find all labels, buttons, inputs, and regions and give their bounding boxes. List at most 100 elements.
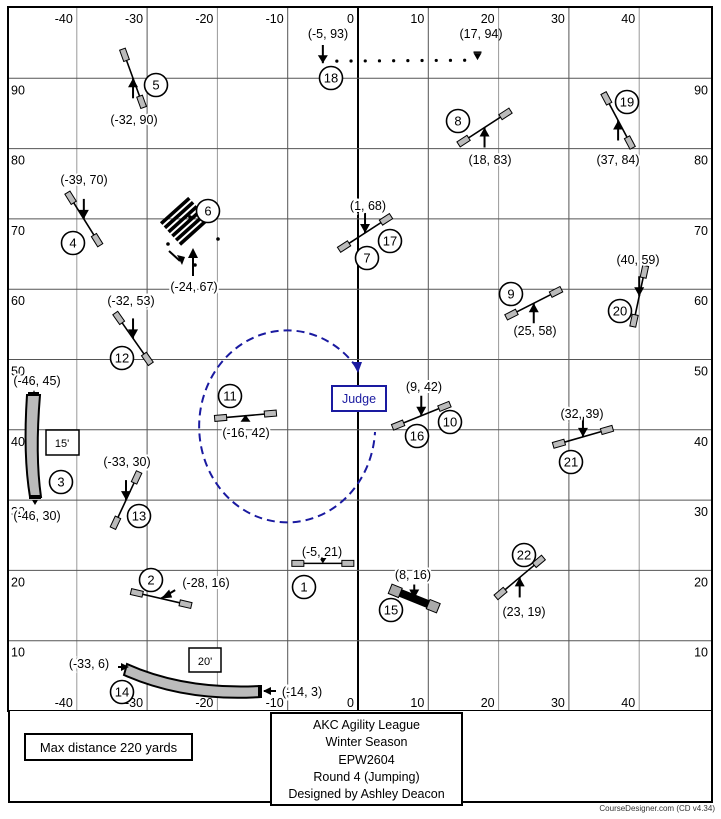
top-x-tick-label: 0 bbox=[347, 12, 354, 26]
coordinate-label-5: (-32, 90) bbox=[110, 113, 157, 127]
wing-left bbox=[213, 413, 228, 422]
coordinate-label-1: (-5, 21) bbox=[302, 545, 342, 559]
jump-obstacle-9 bbox=[504, 285, 564, 324]
coordinate-label-2: (-28, 16) bbox=[182, 576, 229, 590]
weave-entry-arrow-icon bbox=[188, 248, 198, 258]
table-end-left bbox=[387, 583, 403, 599]
tunnel-3-length-box bbox=[45, 429, 80, 456]
wing-left bbox=[112, 310, 126, 326]
max-distance-text: Max distance 220 yards bbox=[39, 739, 178, 755]
obstacle-number: 16 bbox=[410, 429, 424, 444]
right-y-tick-label: 50 bbox=[694, 365, 708, 379]
right-y-tick-label: 60 bbox=[694, 294, 708, 308]
top-x-tick-label: -10 bbox=[266, 12, 284, 26]
obstacle-number-circle bbox=[60, 230, 86, 256]
direction-arrow-icon bbox=[634, 287, 645, 297]
right-y-tick-label: 30 bbox=[694, 505, 708, 519]
weave-pole bbox=[178, 217, 210, 246]
coordinate-label-15: (8, 16) bbox=[395, 568, 431, 582]
left-y-tick-label: 10 bbox=[11, 646, 25, 660]
weave-marker-dot bbox=[216, 237, 220, 241]
wing-right bbox=[531, 554, 547, 569]
coordinate-label-7: (1, 68) bbox=[350, 199, 386, 213]
weave-pole bbox=[163, 200, 195, 230]
obstacle-number-circle bbox=[48, 469, 74, 495]
wing-left bbox=[291, 559, 305, 567]
judge-label: Judge bbox=[342, 392, 376, 406]
tunnel-obstacle-3 bbox=[24, 394, 43, 498]
obstacle-number: 1 bbox=[300, 580, 307, 595]
start-finish-dotted-line bbox=[363, 59, 367, 63]
wing-left bbox=[493, 586, 508, 601]
obstacle-number-circle bbox=[378, 597, 404, 623]
tunnel-14-length: 20' bbox=[198, 656, 212, 668]
tunnel-exit-arrow-icon bbox=[32, 500, 38, 505]
start-finish-dotted-line bbox=[349, 59, 353, 63]
title-line-season: Winter Season bbox=[325, 735, 408, 750]
finish-coordinate-label: (17, 94) bbox=[459, 27, 502, 41]
obstacles: 15' 20' bbox=[24, 45, 650, 699]
direction-arrow-icon bbox=[577, 427, 588, 437]
right-y-tick-label: 80 bbox=[694, 154, 708, 168]
jump-obstacle-21 bbox=[551, 416, 615, 449]
weave-marker-dot bbox=[166, 242, 170, 246]
approach-arrow-icon bbox=[177, 255, 185, 265]
start-finish-dotted-line bbox=[420, 58, 424, 63]
obstacle-number: 18 bbox=[324, 71, 338, 86]
wing-left bbox=[456, 134, 471, 148]
wing-left bbox=[336, 240, 352, 254]
coordinate-label-11: (-16, 42) bbox=[222, 426, 269, 440]
obstacle-number: 15 bbox=[384, 603, 398, 618]
wing-right bbox=[378, 212, 394, 226]
title-line-league: AKC Agility League bbox=[312, 718, 420, 732]
obstacle-number-circle bbox=[143, 72, 169, 98]
bottom-x-tick-label: 20 bbox=[481, 696, 495, 710]
obstacle-number: 6 bbox=[204, 204, 211, 219]
obstacle-number-circle bbox=[354, 245, 380, 271]
left-y-tick-label: 40 bbox=[11, 435, 25, 449]
weave-pole bbox=[174, 213, 206, 242]
left-y-tick-label: 70 bbox=[11, 224, 25, 238]
judge-box bbox=[331, 385, 387, 412]
direction-arrow-icon bbox=[528, 303, 539, 313]
coordinate-label-6: (-24, 67) bbox=[170, 280, 217, 294]
coordinate-label-21: (32, 39) bbox=[560, 407, 603, 421]
jump-obstacle-10 bbox=[390, 395, 452, 431]
direction-arrow-icon bbox=[360, 223, 371, 233]
title-line-round: Round 4 (Jumping) bbox=[313, 769, 420, 784]
approach-arrow-shaft bbox=[168, 250, 181, 262]
jump-obstacle-19 bbox=[600, 91, 636, 150]
tunnel-3-length: 15' bbox=[55, 438, 69, 450]
tunnel-14-length-box bbox=[188, 647, 222, 673]
top-x-tick-label: -30 bbox=[125, 12, 143, 26]
table-end-right bbox=[425, 598, 441, 614]
top-x-tick-label: 10 bbox=[410, 12, 424, 26]
obstacle-number: 12 bbox=[115, 351, 129, 366]
start-finish-dotted-line bbox=[377, 59, 382, 63]
obstacle-number: 21 bbox=[564, 455, 578, 470]
obstacle-number-circle bbox=[217, 383, 243, 409]
coordinate-label-22: (23, 19) bbox=[502, 605, 545, 619]
obstacle-number: 8 bbox=[454, 114, 461, 129]
wing-right bbox=[548, 285, 564, 298]
top-x-tick-label: 30 bbox=[551, 12, 565, 26]
direction-arrow-icon bbox=[479, 127, 490, 137]
top-x-tick-label: 40 bbox=[621, 12, 635, 26]
right-y-tick-label: 20 bbox=[694, 575, 708, 589]
obstacle-number: 5 bbox=[152, 78, 159, 93]
start-finish-dotted-line bbox=[434, 58, 438, 63]
obstacle-number: 7 bbox=[363, 251, 370, 266]
weave-marker-dot bbox=[193, 263, 197, 267]
coordinate-labels: (-5, 21)(-28, 16)(-46, 45)(-46, 30)(-39,… bbox=[11, 25, 661, 701]
obstacle-number-circle bbox=[614, 89, 640, 115]
right-y-tick-label: 10 bbox=[694, 646, 708, 660]
course-title-box: AKC Agility League Winter Season EPW2604… bbox=[270, 712, 463, 806]
obstacle-number: 17 bbox=[383, 234, 397, 249]
weave-poles-6 bbox=[159, 196, 210, 246]
start-finish-dotted-line bbox=[463, 58, 467, 62]
top-x-tick-label: -40 bbox=[55, 12, 73, 26]
direction-arrow-icon bbox=[318, 557, 327, 564]
title-line-code: EPW2604 bbox=[338, 752, 395, 767]
coordinate-label-4: (-39, 70) bbox=[60, 173, 107, 187]
